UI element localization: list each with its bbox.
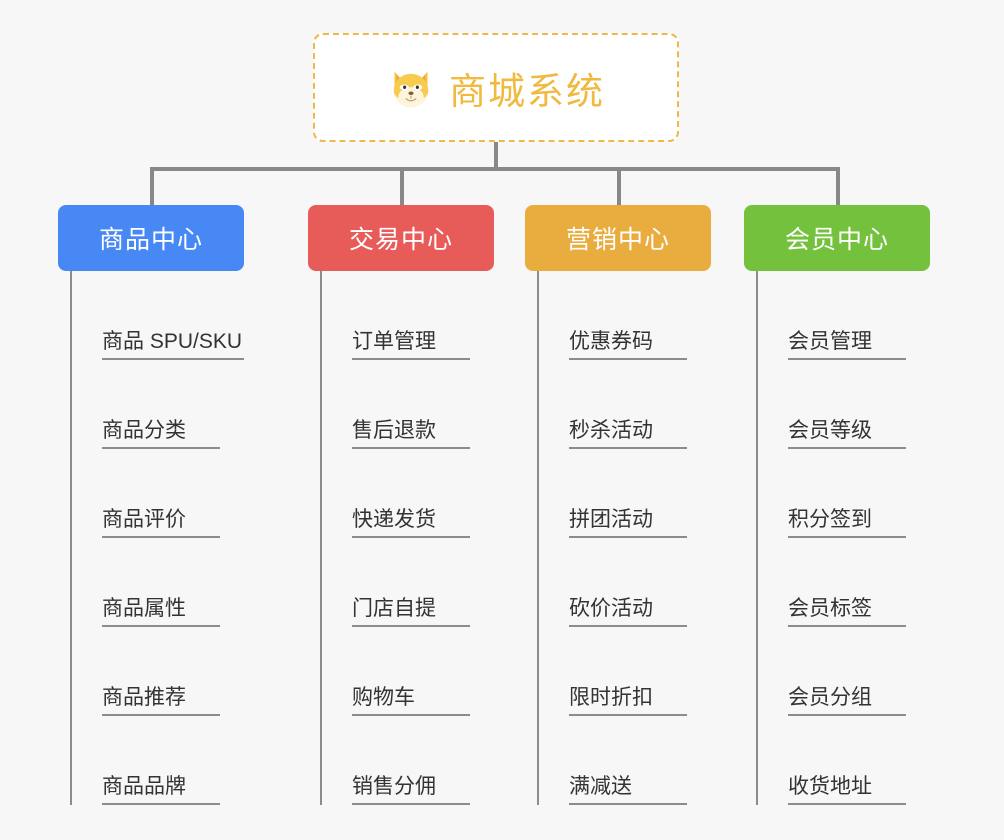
list-item-label: 会员分组: [788, 686, 906, 716]
branch-column-4: 会员中心 会员管理 会员等级 积分签到 会员标签 会员分组 收货地址: [744, 205, 930, 805]
list-item[interactable]: 订单管理: [322, 271, 494, 360]
list-item-label: 商品推荐: [102, 686, 220, 716]
branch-items-member-center: 会员管理 会员等级 积分签到 会员标签 会员分组 收货地址: [756, 271, 930, 805]
list-item-label: 商品分类: [102, 419, 220, 449]
list-item[interactable]: 销售分佣: [322, 716, 494, 805]
list-item[interactable]: 商品品牌: [72, 716, 244, 805]
list-item-label: 拼团活动: [569, 508, 687, 538]
branch-header-label: 交易中心: [348, 226, 453, 254]
list-item-label: 秒杀活动: [569, 419, 687, 449]
list-item-label: 限时折扣: [569, 686, 687, 716]
list-item-label: 商品 SPU/SKU: [102, 330, 244, 360]
list-item[interactable]: 会员管理: [758, 271, 930, 360]
root-title: 商城系统: [449, 70, 605, 112]
connector-drop-4: [836, 167, 840, 205]
list-item[interactable]: 秒杀活动: [539, 360, 711, 449]
list-item-label: 商品品牌: [102, 775, 220, 805]
list-item-label: 优惠券码: [569, 330, 687, 360]
list-item-label: 购物车: [352, 686, 470, 716]
branch-items-product-center: 商品 SPU/SKU 商品分类 商品评价 商品属性 商品推荐 商品品牌: [70, 271, 244, 805]
connector-drop-2: [400, 167, 404, 205]
list-item-label: 商品评价: [102, 508, 220, 538]
list-item[interactable]: 售后退款: [322, 360, 494, 449]
branch-header-trade-center[interactable]: 交易中心: [308, 205, 494, 271]
shiba-dog-emoji: [387, 64, 435, 112]
connector-drop-1: [150, 167, 154, 205]
list-item-label: 砍价活动: [569, 597, 687, 627]
list-item-label: 收货地址: [788, 775, 906, 805]
list-item[interactable]: 砍价活动: [539, 538, 711, 627]
branch-header-member-center[interactable]: 会员中心: [744, 205, 930, 271]
list-item[interactable]: 商品分类: [72, 360, 244, 449]
list-item[interactable]: 商品评价: [72, 449, 244, 538]
connector-drop-3: [617, 167, 621, 205]
branch-column-2: 交易中心 订单管理 售后退款 快递发货 门店自提 购物车 销售分佣: [308, 205, 494, 805]
root-node[interactable]: 商城系统: [313, 33, 679, 142]
list-item-label: 门店自提: [352, 597, 470, 627]
list-item[interactable]: 满减送: [539, 716, 711, 805]
list-item[interactable]: 会员标签: [758, 538, 930, 627]
list-item[interactable]: 购物车: [322, 627, 494, 716]
branch-header-marketing-center[interactable]: 营销中心: [525, 205, 711, 271]
list-item-label: 会员标签: [788, 597, 906, 627]
list-item-label: 快递发货: [352, 508, 470, 538]
list-item-label: 售后退款: [352, 419, 470, 449]
list-item-label: 商品属性: [102, 597, 220, 627]
list-item[interactable]: 限时折扣: [539, 627, 711, 716]
list-item[interactable]: 优惠券码: [539, 271, 711, 360]
list-item-label: 满减送: [569, 775, 687, 805]
branch-header-label: 商品中心: [98, 226, 203, 254]
list-item[interactable]: 门店自提: [322, 538, 494, 627]
connector-root-stem: [494, 142, 498, 170]
list-item[interactable]: 会员分组: [758, 627, 930, 716]
list-item[interactable]: 拼团活动: [539, 449, 711, 538]
list-item-label: 会员管理: [788, 330, 906, 360]
list-item[interactable]: 商品推荐: [72, 627, 244, 716]
list-item[interactable]: 快递发货: [322, 449, 494, 538]
list-item-label: 会员等级: [788, 419, 906, 449]
connector-horizontal-bus: [150, 167, 840, 171]
list-item-label: 销售分佣: [352, 775, 470, 805]
list-item[interactable]: 收货地址: [758, 716, 930, 805]
list-item[interactable]: 会员等级: [758, 360, 930, 449]
branch-header-label: 营销中心: [565, 226, 670, 254]
branch-column-1: 商品中心 商品 SPU/SKU 商品分类 商品评价 商品属性 商品推荐 商品品牌: [58, 205, 244, 805]
list-item-label: 积分签到: [788, 508, 906, 538]
list-item[interactable]: 商品属性: [72, 538, 244, 627]
branch-items-trade-center: 订单管理 售后退款 快递发货 门店自提 购物车 销售分佣: [320, 271, 494, 805]
list-item-label: 订单管理: [352, 330, 470, 360]
branch-header-product-center[interactable]: 商品中心: [58, 205, 244, 271]
branch-column-3: 营销中心 优惠券码 秒杀活动 拼团活动 砍价活动 限时折扣 满减送: [525, 205, 711, 805]
list-item[interactable]: 商品 SPU/SKU: [72, 271, 244, 360]
branch-header-label: 会员中心: [784, 226, 889, 254]
branch-items-marketing-center: 优惠券码 秒杀活动 拼团活动 砍价活动 限时折扣 满减送: [537, 271, 711, 805]
list-item[interactable]: 积分签到: [758, 449, 930, 538]
